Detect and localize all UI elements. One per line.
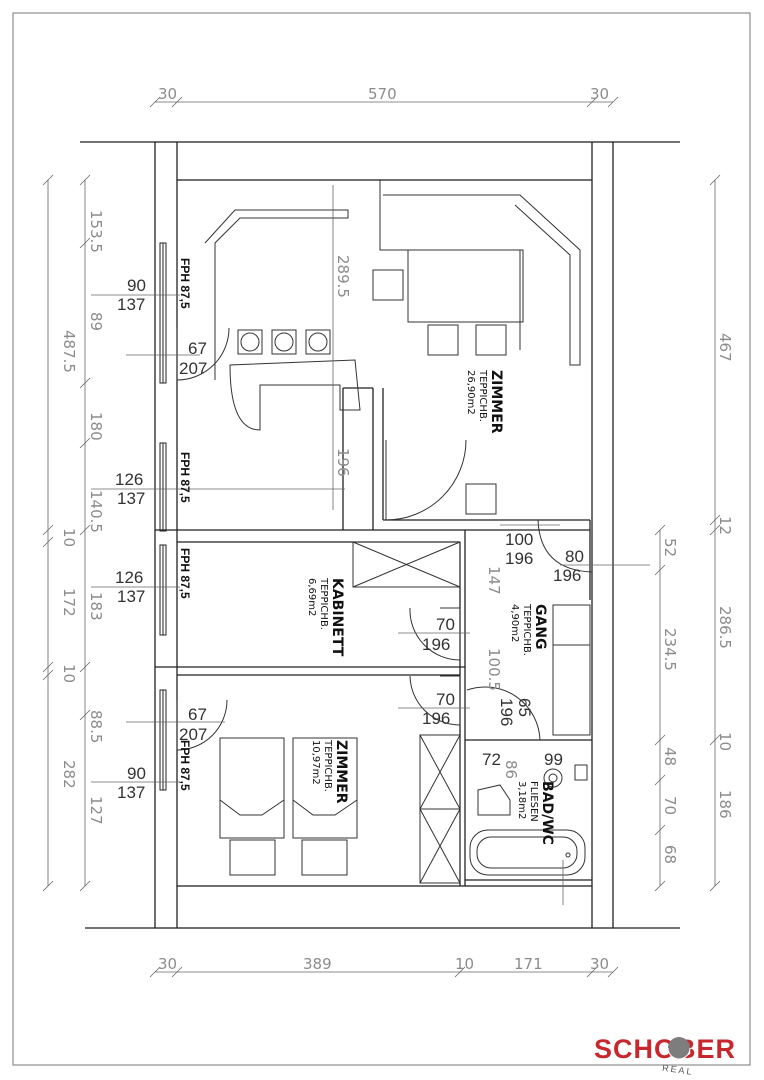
dim-left-inner-4: 183 [87, 592, 105, 621]
dim-bottom-2: 10 [455, 955, 474, 973]
window-1-width: 126 [115, 470, 143, 489]
door-4-width: 70 [436, 690, 455, 709]
dim-top-2: 30 [590, 85, 609, 103]
room-bad-wc: BAD/WC FLIESEN 3,18m2 [516, 781, 555, 845]
door-0-width: 67 [188, 339, 207, 358]
room-name: ZIMMER [488, 370, 504, 434]
dim-interior-1: 196 [334, 448, 352, 477]
room-area: 3,18m2 [516, 781, 527, 819]
door-swings [176, 327, 593, 751]
furniture [204, 180, 591, 884]
room-area: 4,90m2 [509, 604, 520, 642]
window-3-height: 137 [117, 783, 145, 802]
dim-left-outer-2: 172 [60, 588, 78, 617]
dim-left-outer-1: 10 [60, 528, 78, 547]
dim-right-outer-0: 467 [716, 333, 734, 362]
dim-bottom-0: 30 [158, 955, 177, 973]
room-floor: TEPPICHB. [521, 603, 532, 656]
fph-label-2: FPH 87,5 [178, 548, 192, 599]
dimension-labels: 30 570 30 30 389 10 171 30 487.5 10 172 … [60, 85, 734, 973]
walls [80, 141, 680, 929]
window-2-width: 126 [115, 568, 143, 587]
door-5-height: 207 [179, 725, 207, 744]
dim-left-inner-1: 89 [87, 312, 105, 331]
door-3-width: 70 [436, 615, 455, 634]
fph-label-1: FPH 87,5 [178, 452, 192, 503]
dim-right-inner-2: 48 [661, 747, 679, 766]
room-zimmer-small: ZIMMER TEPPICHB. 10,97m2 [310, 739, 349, 804]
door-1-width: 100 [505, 530, 533, 549]
room-name: ZIMMER [333, 740, 349, 804]
room-kabinett: KABINETT TEPPICHB. 6,69m2 [306, 577, 345, 657]
dim-right-outer-2: 286.5 [716, 606, 734, 649]
dim-left-inner-2: 180 [87, 412, 105, 441]
dim-left-inner-6: 127 [87, 796, 105, 825]
room-name: KABINETT [329, 578, 345, 657]
dim-interior-2: 147 [485, 566, 503, 595]
room-floor: FLIESEN [528, 781, 539, 822]
dim-bottom-1: 389 [303, 955, 332, 973]
fph-label-3: FPH 87,5 [178, 740, 192, 791]
sheet-border [12, 12, 751, 1066]
dim-right-outer-1: 12 [716, 516, 734, 535]
window-2-height: 137 [117, 587, 145, 606]
dim-left-outer-0: 487.5 [60, 330, 78, 373]
door-1-height: 196 [505, 549, 533, 568]
room-floor: TEPPICHB. [318, 577, 329, 630]
dim-left-inner-3: 140.5 [87, 490, 105, 533]
room-floor: TEPPICHB. [322, 739, 333, 792]
dim-right-outer-4: 186 [716, 790, 734, 819]
room-area: 6,69m2 [306, 578, 317, 616]
door-6-width: 65 [515, 698, 534, 717]
door-0-height: 207 [179, 359, 207, 378]
dim-bottom-4: 30 [590, 955, 609, 973]
logo-text: SCHOBER [594, 1034, 736, 1064]
schober-real-logo: SCHOBER REAL [594, 1034, 736, 1076]
dim-interior-3: 100.5 [485, 648, 503, 691]
door-7-height: 99 [544, 750, 563, 769]
room-labels: ZIMMER TEPPICHB. 26,90m2 KABINETT TEPPIC… [306, 369, 555, 845]
dim-left-outer-3: 10 [60, 664, 78, 683]
room-area: 26,90m2 [465, 370, 476, 415]
dim-interior-0: 289.5 [334, 255, 352, 298]
room-gang: GANG TEPPICHB. 4,90m2 [509, 603, 548, 656]
logo-subtitle: REAL [662, 1063, 695, 1076]
door-labels: 67 207 100 196 80 196 70 196 70 196 67 2… [179, 339, 584, 769]
room-name: BAD/WC [539, 781, 555, 845]
dim-interior-4: 86 [502, 760, 520, 779]
dim-right-inner-1: 234.5 [661, 628, 679, 671]
globe-icon [668, 1037, 690, 1059]
room-floor: TEPPICHB. [477, 369, 488, 422]
window-labels: 90 137 126 137 126 137 90 137 FPH 87,5 F… [115, 258, 192, 802]
door-2-height: 196 [553, 566, 581, 585]
globe-icon-line [667, 1047, 691, 1060]
fph-label-0: FPH 87,5 [178, 258, 192, 309]
dim-left-outer-4: 282 [60, 760, 78, 789]
dim-bottom-3: 171 [514, 955, 543, 973]
door-2-width: 80 [565, 547, 584, 566]
room-zimmer-large: ZIMMER TEPPICHB. 26,90m2 [465, 369, 504, 434]
dim-left-inner-0: 153.5 [87, 210, 105, 253]
dim-right-inner-4: 68 [661, 845, 679, 864]
window-0-height: 137 [117, 295, 145, 314]
room-name: GANG [532, 604, 548, 650]
door-7-width: 72 [482, 750, 501, 769]
dim-top-0: 30 [158, 85, 177, 103]
door-3-height: 196 [422, 635, 450, 654]
door-5-width: 67 [188, 705, 207, 724]
window-0-width: 90 [127, 276, 146, 295]
dim-right-inner-0: 52 [661, 538, 679, 557]
dim-top-1: 570 [368, 85, 397, 103]
dim-right-inner-3: 70 [661, 796, 679, 815]
dim-right-outer-3: 10 [716, 732, 734, 751]
window-marks [159, 242, 167, 791]
door-6-height: 196 [497, 698, 516, 726]
window-1-height: 137 [117, 489, 145, 508]
dim-left-inner-5: 88.5 [87, 710, 105, 743]
door-4-height: 196 [422, 709, 450, 728]
window-3-width: 90 [127, 764, 146, 783]
room-area: 10,97m2 [310, 740, 321, 785]
dimension-lines [42, 96, 721, 978]
